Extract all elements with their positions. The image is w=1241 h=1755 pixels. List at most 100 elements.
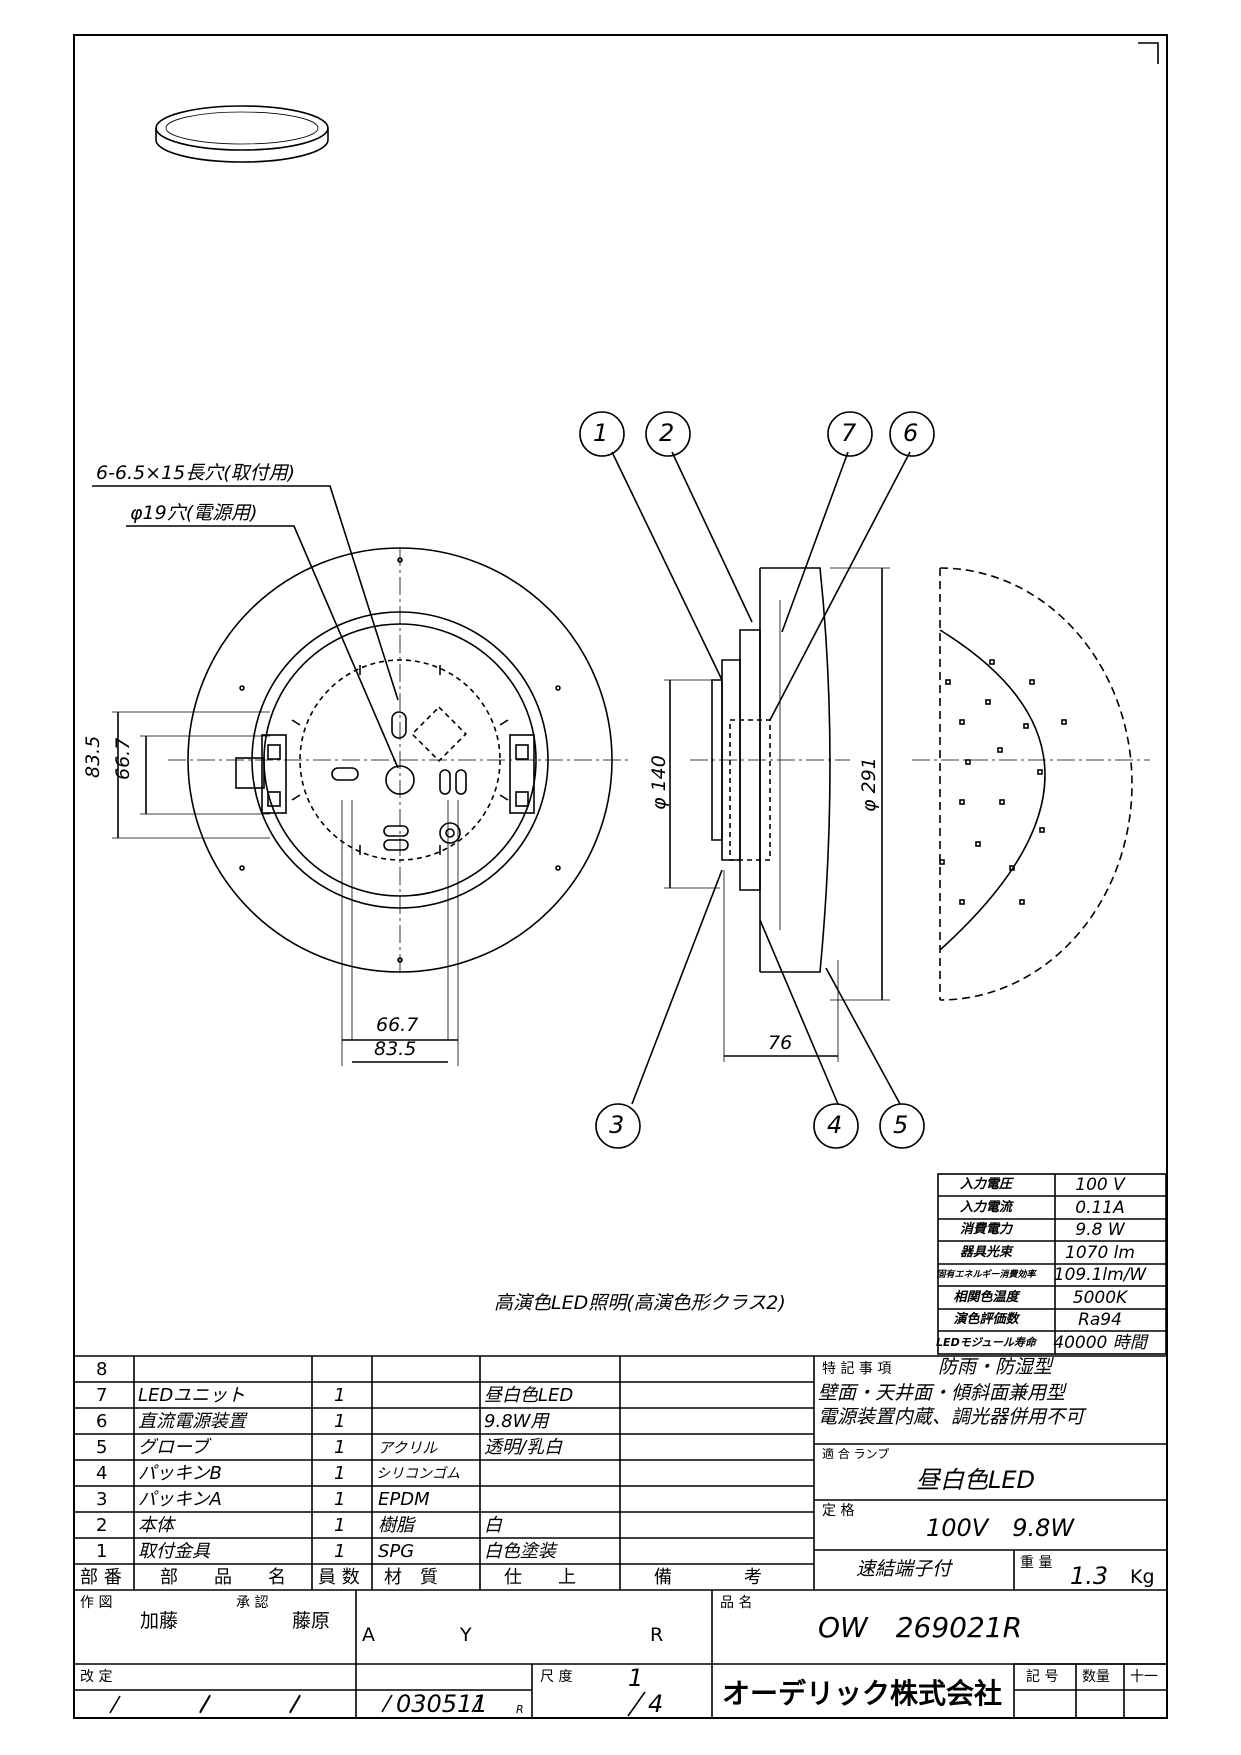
globe-half-view [939, 567, 1133, 1001]
part-name: 本体 [138, 1515, 174, 1536]
spec-key: 入力電圧 [959, 1177, 1012, 1192]
rating-label: 定 格 [822, 1503, 855, 1519]
part-name: 取付金具 [138, 1541, 210, 1562]
part-qty: 1 [334, 1437, 346, 1458]
weight-label: 重 量 [1020, 1555, 1053, 1571]
scale-label: 尺 度 [540, 1669, 573, 1685]
dim-diameter-291: φ 291 [858, 757, 880, 812]
approved-by: 藤原 [292, 1610, 331, 1632]
header-part-name: 部 品 名 [160, 1567, 286, 1588]
power-hole-label: φ19穴(電源用) [130, 502, 258, 524]
spec-key: 演色評価数 [953, 1312, 1019, 1327]
part-no: 5 [96, 1437, 108, 1458]
header-part-no: 部 番 [80, 1567, 122, 1588]
spec-value: 9.8 W [1075, 1220, 1125, 1240]
part-no: 1 [96, 1541, 108, 1562]
part-finish: 白色塗装 [484, 1541, 556, 1562]
spec-value: 109.1lm/W [1053, 1265, 1147, 1285]
spec-value: 1070 lm [1065, 1243, 1135, 1263]
spec-value: 40000 時間 [1053, 1333, 1147, 1353]
revision-label: 改 定 [80, 1669, 113, 1685]
part-no: 4 [96, 1463, 108, 1484]
notes-label: 特 記 事 項 [822, 1361, 892, 1377]
spec-value: Ra94 [1078, 1310, 1122, 1330]
callout-6: 6 [903, 419, 919, 447]
part-name: LEDユニット [138, 1385, 246, 1406]
part-qty: 1 [334, 1463, 346, 1484]
callout-1: 1 [593, 419, 609, 447]
dim-83-5-vertical: 83.5 [82, 735, 104, 778]
callout-5: 5 [893, 1111, 909, 1139]
date: 030511 [396, 1690, 488, 1718]
part-material: アクリル [378, 1439, 438, 1457]
part-material: シリコンゴム [376, 1466, 460, 1482]
part-finish: 透明/乳白 [484, 1437, 563, 1458]
code-y: Y [460, 1624, 472, 1646]
spec-row: 入力電流 0.11A [928, 1197, 1154, 1219]
spec-row: LEDモジュール寿命 40000 時間 [928, 1332, 1154, 1354]
date-suffix: R [516, 1703, 524, 1716]
lamp-value: 昼白色LED [916, 1466, 1036, 1494]
part-qty: 1 [334, 1541, 346, 1562]
ten-label: 十一 [1130, 1669, 1158, 1685]
part-finish: 白 [484, 1515, 502, 1536]
header-finish: 仕 上 [504, 1567, 576, 1588]
spec-key: 入力電流 [959, 1200, 1012, 1215]
header-material: 材 質 [384, 1567, 438, 1588]
part-no: 6 [96, 1411, 108, 1432]
part-no: 8 [96, 1359, 108, 1380]
dim-83-5-horizontal: 83.5 [374, 1038, 417, 1060]
side-view [611, 451, 1150, 1105]
weight-value: 1.3 [1070, 1562, 1109, 1590]
lamp-label: 適 合 ランプ [822, 1447, 890, 1461]
callout-7: 7 [841, 419, 857, 447]
header-qty: 員 数 [318, 1567, 360, 1588]
spec-row: 演色評価数 Ra94 [928, 1309, 1154, 1331]
code-a: A [362, 1624, 375, 1646]
product-number: OW 269021R [818, 1611, 1023, 1644]
callout-4: 4 [827, 1111, 843, 1139]
drawn-label: 作 図 [80, 1595, 113, 1611]
header-note: 備 考 [654, 1567, 762, 1588]
spec-key: 器具光束 [959, 1245, 1012, 1260]
spec-row: 固有エネルギー消費効率 109.1lm/W [928, 1264, 1154, 1286]
scale-numerator: 1 [628, 1664, 644, 1692]
part-name: パッキンB [138, 1463, 222, 1484]
part-material: 樹脂 [378, 1515, 414, 1536]
dim-66-7-horizontal: 66.7 [376, 1014, 419, 1036]
part-qty: 1 [334, 1411, 346, 1432]
part-name: パッキンA [138, 1489, 222, 1510]
callout-3: 3 [609, 1111, 625, 1139]
approved-label: 承 認 [236, 1595, 269, 1611]
spec-key: 消費電力 [959, 1222, 1012, 1237]
part-qty: 1 [334, 1515, 346, 1536]
quantity-label: 数量 [1082, 1669, 1110, 1685]
spec-row: 消費電力 9.8 W [928, 1219, 1154, 1241]
spec-key: LEDモジュール寿命 [936, 1336, 1036, 1349]
dim-diameter-140: φ 140 [648, 755, 670, 810]
product-label: 品 名 [720, 1595, 753, 1611]
part-no: 3 [96, 1489, 108, 1510]
part-qty: 1 [334, 1385, 346, 1406]
spec-value: 0.11A [1075, 1198, 1125, 1218]
notes-line-3: 電源装置内蔵、調光器併用不可 [818, 1406, 1085, 1428]
spec-row: 器具光束 1070 lm [928, 1242, 1154, 1264]
code-r: R [650, 1624, 664, 1646]
caption: 高演色LED照明(高演色形クラス2) [494, 1292, 786, 1314]
drawn-by: 加藤 [140, 1610, 179, 1632]
spec-value: 5000K [1072, 1288, 1128, 1308]
part-finish: 9.8W用 [484, 1411, 549, 1432]
spec-key: 固有エネルギー消費効率 [936, 1270, 1036, 1280]
spec-key: 相関色温度 [953, 1290, 1019, 1305]
front-view [92, 485, 632, 1066]
part-finish: 昼白色LED [484, 1385, 574, 1406]
symbol-label: 記 号 [1026, 1669, 1059, 1685]
notes-line-2: 壁面・天井面・傾斜面兼用型 [818, 1382, 1066, 1404]
slot-label: 6-6.5×15長穴(取付用) [96, 462, 296, 484]
rating-value: 100V 9.8W [926, 1514, 1075, 1542]
spec-row: 相関色温度 5000K [928, 1287, 1154, 1309]
part-name: グローブ [138, 1437, 209, 1458]
company-name: オーデリック株式会社 [722, 1677, 1003, 1710]
